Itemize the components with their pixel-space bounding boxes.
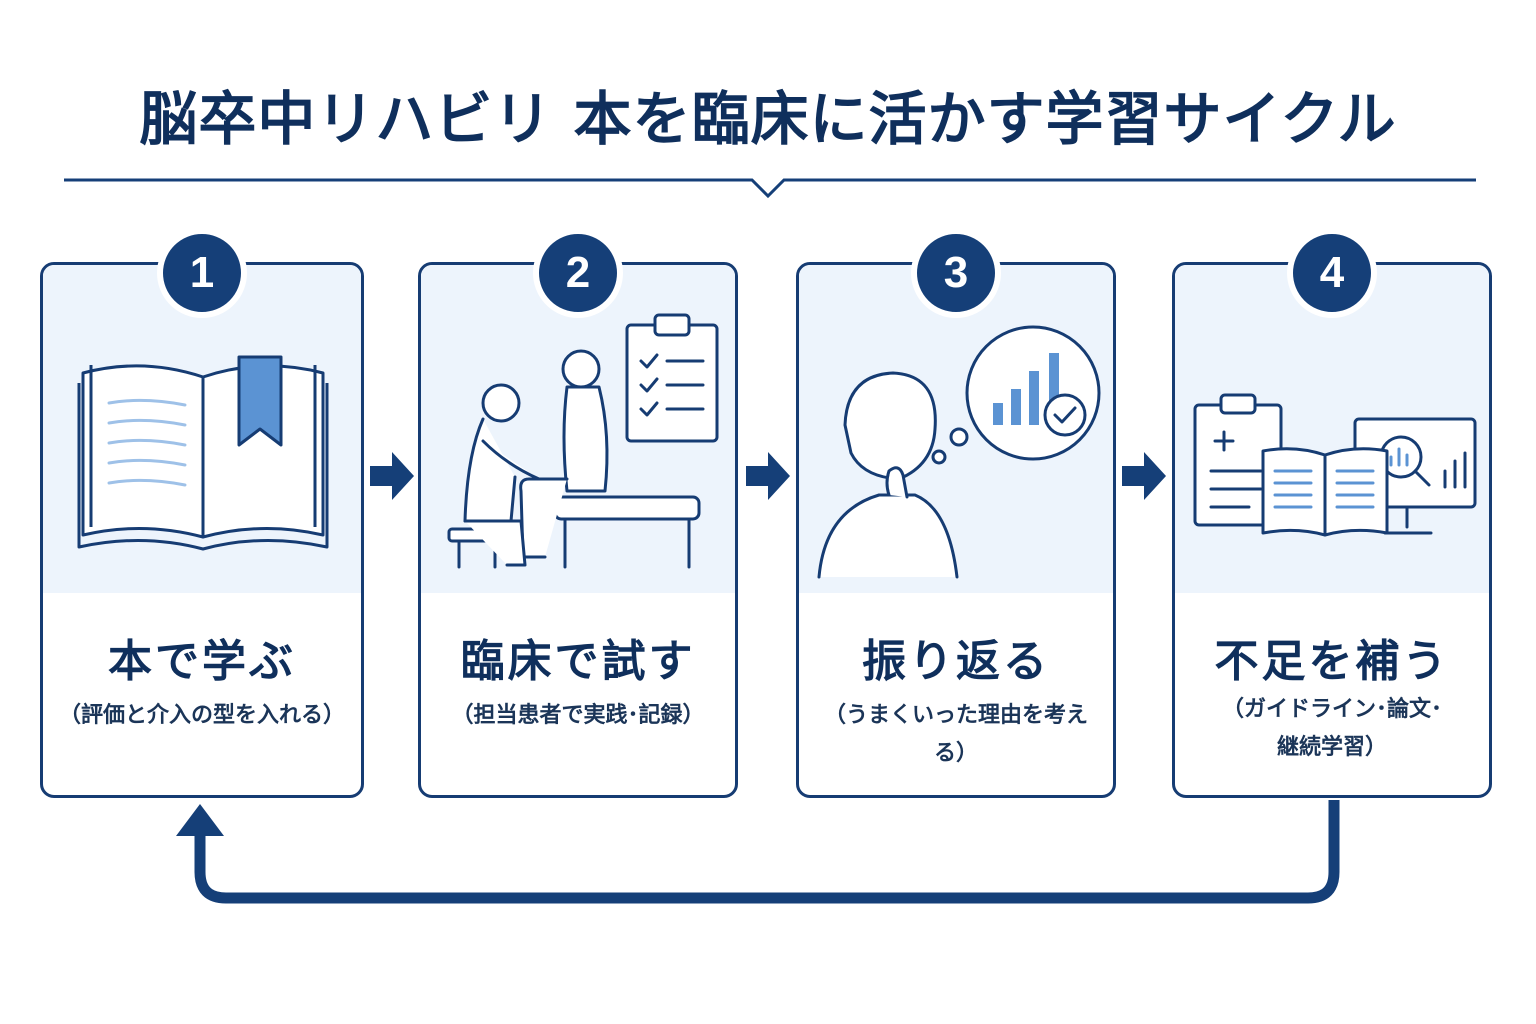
step-3-label: 振り返る (862, 636, 1050, 687)
step-arrow-icon (746, 452, 790, 500)
step-arrow-icon (370, 452, 414, 500)
step-4-detail: （ガイドライン･論文･ 継続学習） (1221, 697, 1442, 760)
step-card-3: 振り返る （うまくいった理由を考える） (796, 262, 1116, 798)
step-1-illustration (43, 265, 361, 593)
step-card-2: 臨床で試す （担当患者で実践･記録） (418, 262, 738, 798)
page-title: 脳卒中リハビリ 本を臨床に活かす学習サイクル (139, 85, 1397, 153)
step-arrow-icon (1122, 452, 1166, 500)
therapist-patient-icon (447, 313, 719, 569)
step-2-illustration (421, 265, 735, 593)
step-2-badge: 2 (533, 228, 623, 318)
step-4-illustration (1175, 265, 1489, 593)
step-2-detail: （担当患者で実践･記録） (451, 703, 705, 728)
step-1-label: 本で学ぶ (108, 636, 296, 687)
step-card-1: 本で学ぶ （評価と介入の型を入れる） (40, 262, 364, 798)
bar-chart-check-icon (993, 353, 1087, 437)
monitor-analysis-icon (1273, 447, 1409, 509)
step-4-badge: 4 (1287, 228, 1377, 318)
title-divider (64, 178, 1476, 199)
step-1-badge: 1 (157, 228, 247, 318)
return-loop-arrow-icon (194, 800, 1340, 904)
medical-chart-icon (1193, 393, 1477, 537)
thinking-person-icon (817, 325, 1101, 579)
step-3-illustration (799, 265, 1113, 593)
open-book-icon (77, 355, 329, 551)
step-3-detail: （うまくいった理由を考える） (823, 703, 1088, 766)
step-1-detail: （評価と介入の型を入れる） (58, 703, 345, 728)
step-4-label: 不足を補う (1214, 636, 1450, 687)
return-loop-arrowhead (176, 804, 224, 836)
step-2-label: 臨床で試す (460, 636, 696, 687)
step-3-badge: 3 (911, 228, 1001, 318)
step-card-4: 不足を補う （ガイドライン･論文･ 継続学習） (1172, 262, 1492, 798)
